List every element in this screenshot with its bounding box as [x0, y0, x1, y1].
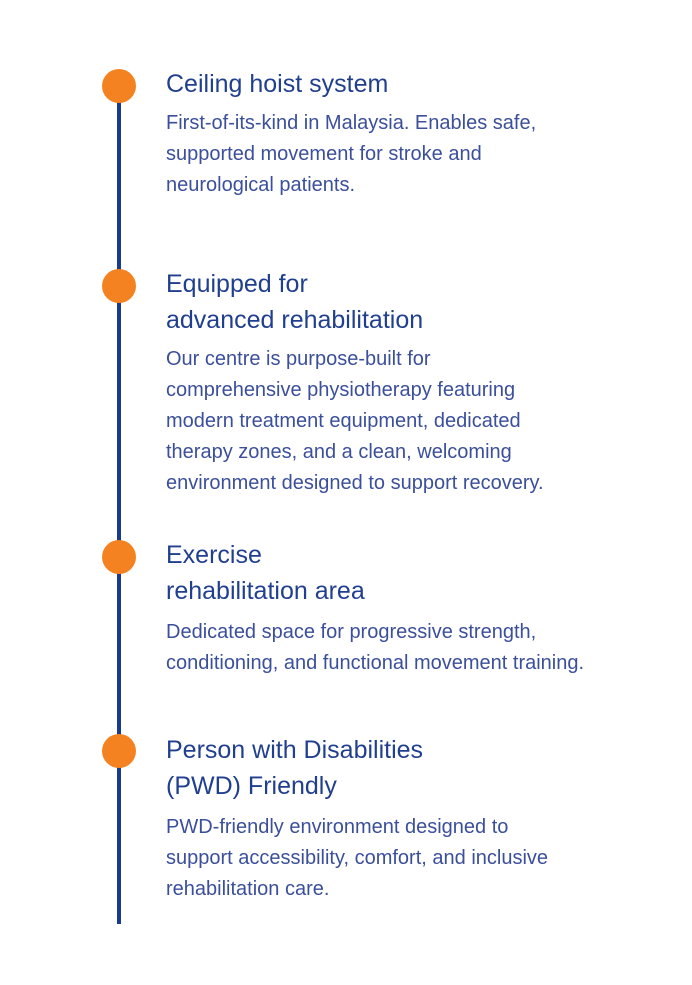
- timeline-line: [117, 86, 121, 924]
- item-title: Ceiling hoist system: [166, 70, 389, 98]
- item-title: Equipped for advanced rehabilitation: [166, 270, 424, 334]
- item-description: PWD-friendly environment designed to sup…: [166, 816, 549, 900]
- item-title: Person with Disabilities (PWD) Friendly: [166, 736, 424, 800]
- item-title: Exercise rehabilitation area: [166, 541, 365, 605]
- item-description: First-of-its-kind in Malaysia. Enables s…: [166, 112, 537, 196]
- timeline-dot: [102, 734, 136, 768]
- item-description: Dedicated space for progressive strength…: [166, 621, 585, 674]
- timeline-dot: [102, 540, 136, 574]
- timeline-dot: [102, 269, 136, 303]
- item-description: Our centre is purpose-built for comprehe…: [166, 348, 544, 494]
- timeline-dot: [102, 69, 136, 103]
